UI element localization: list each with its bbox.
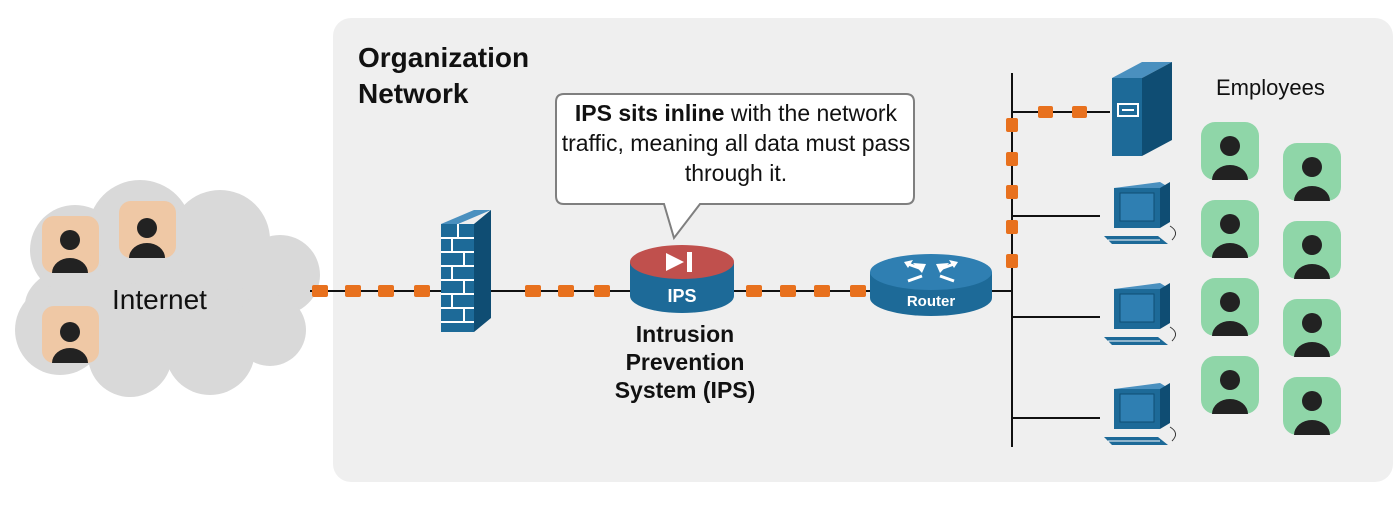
workstation-icon [1104,283,1176,345]
callout-bubble [555,93,915,241]
server-traffic-flow [1006,106,1087,268]
ips-caption-line2: Prevention [625,349,745,375]
server-icon [1112,62,1172,156]
internet-user-icon [119,201,176,258]
org-title-line1: Organization [358,42,530,73]
workstation-icon [1104,383,1176,445]
employee-icon [1283,377,1341,435]
employee-icon [1283,299,1341,357]
internet-user-icon [42,306,99,363]
employee-icon [1201,356,1259,414]
ips-caption: Intrusion Prevention System (IPS) [590,320,780,404]
callout-bold-text: IPS sits inline [574,100,725,126]
ips-device: IPS [630,245,734,313]
employee-icon [1201,122,1259,180]
organization-network-title: Organization Network [358,40,529,112]
router-device: Router [870,254,992,316]
traffic-flow [312,285,866,297]
ips-caption-line1: Intrusion [635,321,735,347]
router-label: Router [907,293,955,310]
workstation-icon [1104,182,1176,244]
employee-icon [1283,221,1341,279]
play-icon [666,253,684,271]
ips-caption-line3: System (IPS) [614,377,756,403]
callout-body-text: with the network traffic, meaning all da… [561,100,911,186]
employee-icon [1283,143,1341,201]
employee-icon [1201,278,1259,336]
router-arrows-icon [904,260,958,283]
stop-bar-icon [687,252,692,272]
internet-label: Internet [112,284,207,315]
ips-badge-label: IPS [667,286,696,306]
lan-backbone [1011,73,1110,447]
employee-icon [1201,200,1259,258]
callout-text: IPS sits inline with the network traffic… [558,98,914,188]
firewall-icon [441,210,491,332]
internet-user-icon [42,216,99,273]
org-title-line2: Network [358,78,469,109]
employees-label: Employees [1216,75,1325,100]
